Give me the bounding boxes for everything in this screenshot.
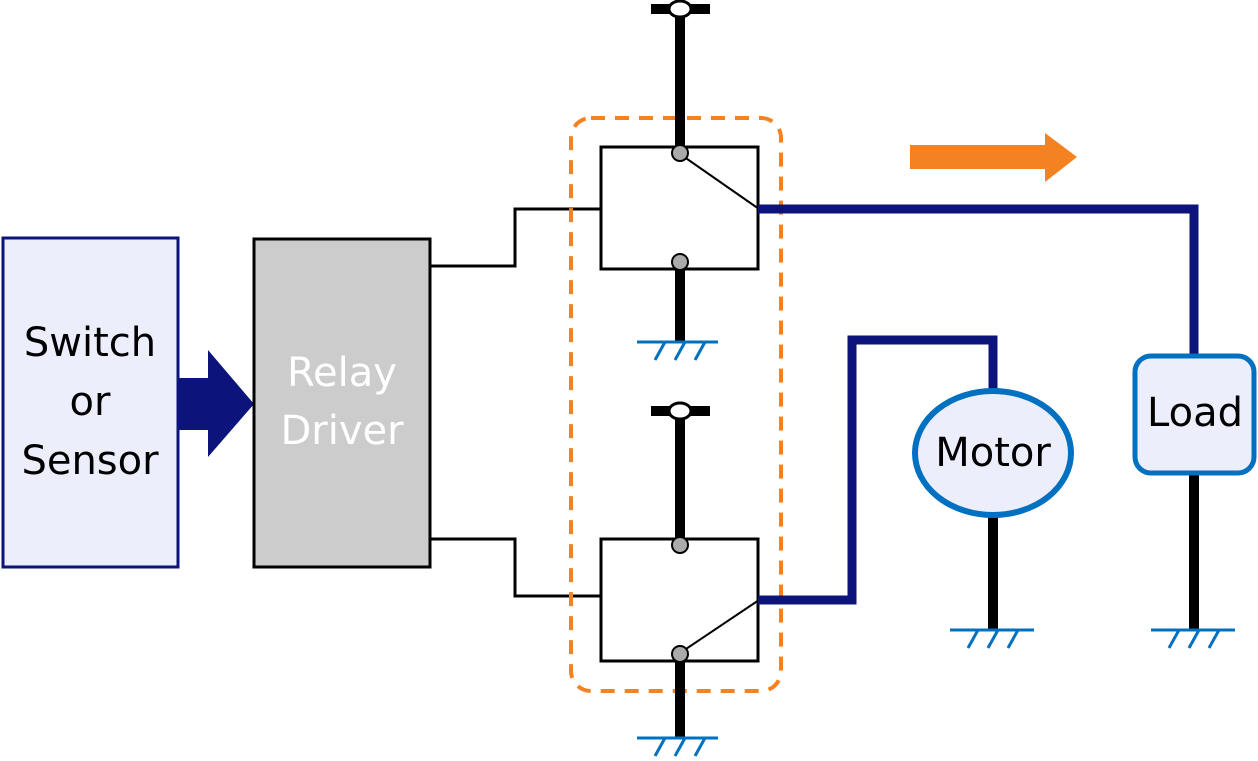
switch-sensor-label-line3: Sensor	[21, 438, 159, 484]
contact-terminal-icon	[671, 645, 689, 663]
switch-contact-top	[679, 153, 760, 210]
ground-icon	[637, 736, 718, 757]
ground-icon	[950, 628, 1034, 649]
supply-terminal-bottom-icon	[667, 401, 693, 421]
supply-terminal-top-icon	[667, 0, 693, 19]
switch-sensor-label-line2: or	[70, 379, 111, 425]
contact-terminal-icon	[671, 253, 689, 271]
relay-driver-label-line1: Relay	[287, 350, 397, 396]
load: Load	[1132, 353, 1257, 630]
relay-driver-block: Relay Driver	[252, 237, 432, 569]
ground-icon	[1151, 628, 1235, 649]
output-wire-motor	[758, 335, 998, 605]
control-wire-bottom	[430, 537, 601, 598]
switch-sensor-label-line1: Switch	[24, 320, 156, 366]
output-wire-load	[758, 204, 1199, 356]
motor: Motor	[912, 388, 1074, 630]
motor-label: Motor	[935, 430, 1051, 476]
control-wire-top	[430, 207, 601, 268]
current-direction-arrow-icon	[910, 133, 1077, 182]
load-label: Load	[1147, 390, 1243, 436]
contact-terminal-icon	[671, 536, 689, 554]
contact-terminal-icon	[671, 144, 689, 162]
relay-driver-label-line2: Driver	[280, 408, 404, 454]
relay-top	[599, 0, 760, 342]
switch-contact-bottom	[679, 599, 760, 654]
switch-sensor-block: Switch or Sensor	[1, 236, 180, 569]
relay-bottom	[599, 401, 760, 738]
ground-icon	[637, 340, 718, 361]
input-arrow-icon	[178, 350, 254, 457]
